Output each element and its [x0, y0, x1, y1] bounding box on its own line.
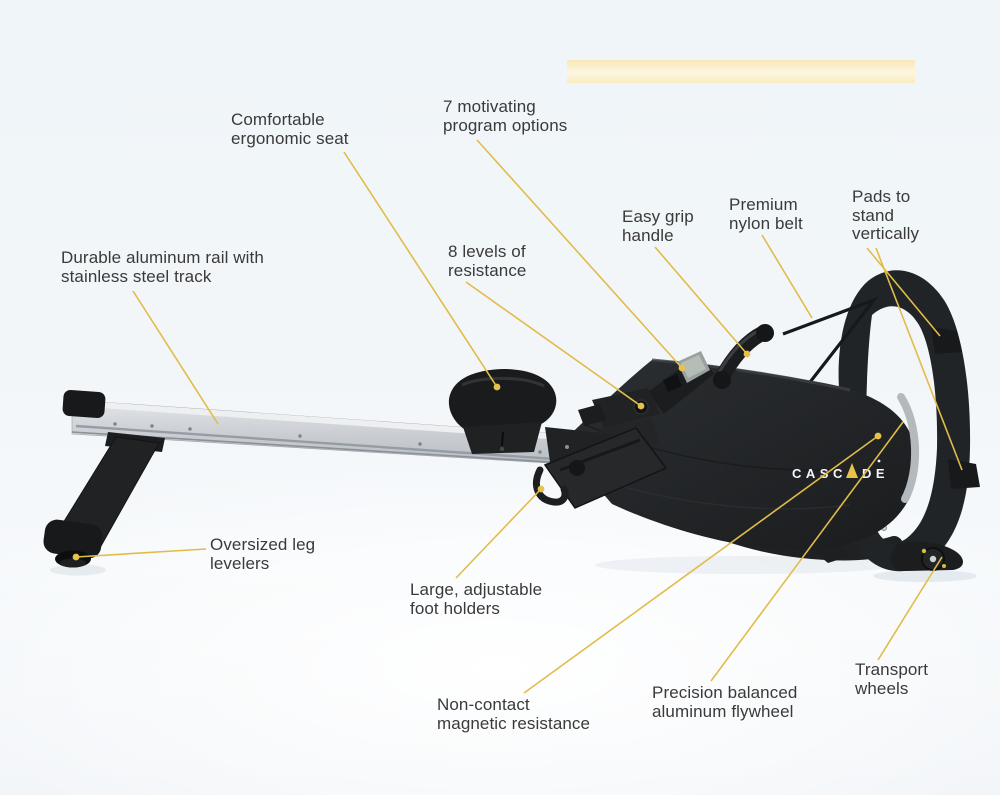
belt-shape — [782, 296, 879, 387]
callout-dot-handle — [743, 350, 751, 358]
callout-dot-resistance — [637, 402, 645, 410]
callout-label-levelers: Oversized leg levelers — [210, 535, 316, 573]
callout-line-resistance — [465, 281, 642, 407]
callout-lines — [75, 139, 963, 694]
rail-bolts — [113, 422, 542, 454]
callout-line-wheels — [877, 556, 943, 661]
floor-shadows — [50, 556, 977, 582]
callout-label-seat: Comfortable ergonomic seat — [231, 110, 349, 148]
callout-label-pads: Pads to stand vertically — [852, 187, 920, 244]
callout-label-resistance: 8 levels of resistance — [448, 242, 527, 280]
handle-shape — [700, 324, 774, 401]
leg-foot-cap — [43, 519, 103, 559]
callout-line-flywheel — [710, 421, 904, 682]
callout-line-footholders — [455, 488, 542, 579]
callout-dots — [72, 350, 882, 561]
callout-line-belt — [761, 234, 813, 319]
callout-line-pads-upper — [866, 247, 941, 337]
callout-line-seat — [343, 151, 498, 388]
callout-dot-levelers — [72, 553, 80, 561]
highlight-bar — [567, 60, 915, 83]
callout-line-pads-lower — [875, 247, 963, 471]
brand-logo-right: DE — [862, 466, 889, 481]
rail-end-cap — [62, 390, 106, 418]
callout-dot-footholders — [537, 485, 545, 493]
callout-line-programs — [476, 139, 683, 369]
callout-label-flywheel: Precision balanced aluminum flywheel — [652, 683, 798, 721]
stand-pad-lower — [948, 459, 980, 489]
callout-line-rail — [132, 290, 219, 425]
callout-dot-noncontact — [874, 432, 882, 440]
brand-logo-dot — [877, 459, 881, 463]
brand-logo-left: CASC — [792, 466, 847, 481]
brand-logo-mark — [846, 463, 858, 478]
callout-label-programs: 7 motivating program options — [443, 97, 568, 135]
flywheel-rim-shape — [897, 393, 920, 503]
callout-label-wheels: Transport wheels — [855, 660, 929, 698]
console-shape — [648, 351, 714, 414]
transport-wheel-shape — [921, 547, 946, 571]
callout-line-levelers — [75, 548, 207, 558]
seat-shape — [448, 369, 557, 454]
front-leg-shape — [43, 432, 165, 568]
callout-label-handle: Easy grip handle — [622, 207, 694, 245]
foot-holder-shape — [533, 427, 668, 509]
foot-strap-knob — [569, 460, 585, 476]
callout-dot-programs — [678, 364, 686, 372]
callout-line-handle — [654, 246, 748, 355]
callout-label-belt: Premium nylon belt — [729, 195, 803, 233]
foot-strap-hook — [533, 466, 569, 506]
svg-text:CASC: CASC — [792, 466, 847, 481]
callout-label-rail: Durable aluminum rail with stainless ste… — [61, 248, 264, 286]
callout-line-noncontact — [523, 435, 879, 694]
console-buttons — [663, 374, 682, 392]
callout-dot-seat — [493, 383, 501, 391]
svg-text:DE: DE — [862, 466, 889, 481]
callout-label-footholders: Large, adjustable foot holders — [410, 580, 543, 618]
callout-label-noncontact: Non-contact magnetic resistance — [437, 695, 591, 733]
